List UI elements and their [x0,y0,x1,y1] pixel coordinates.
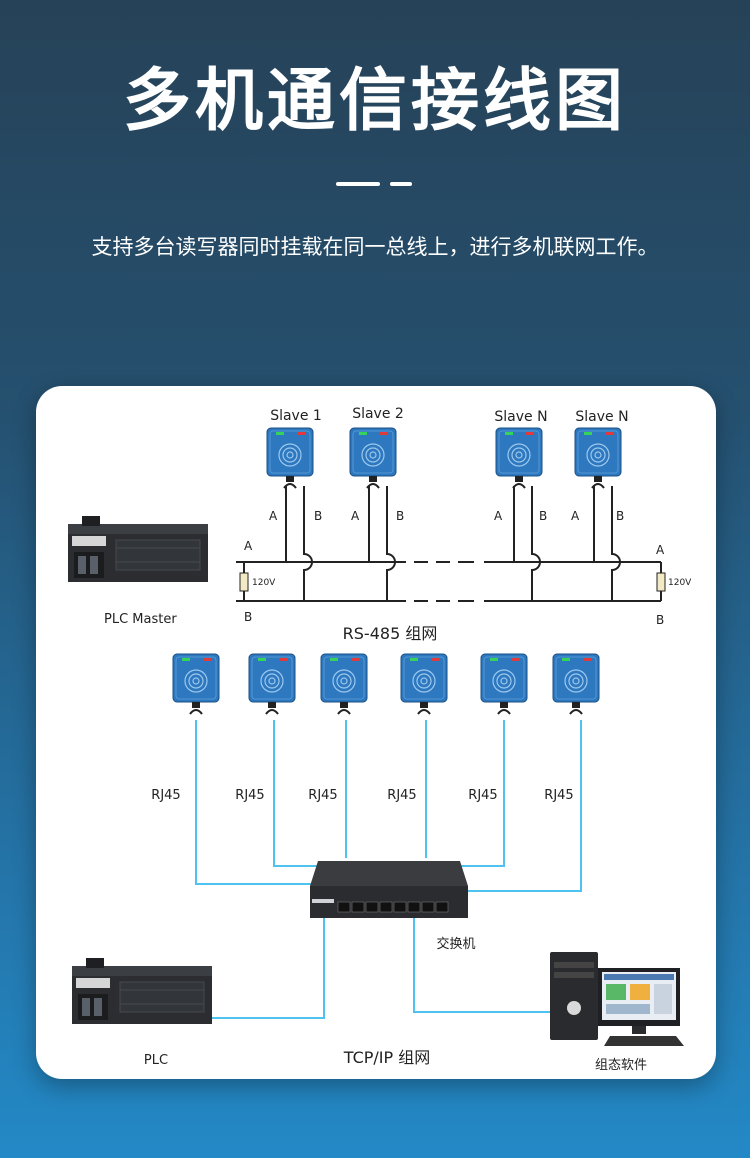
bus-a-label-right: A [656,543,665,557]
rs485-bus [236,486,662,602]
wire-b-label: B [539,509,547,523]
slave-reader-4 [574,427,622,489]
bus-a-label-left: A [244,539,253,553]
wire-b-label: B [314,509,322,523]
tcpip-reader-2 [248,653,296,715]
wire-a-label: A [351,509,360,523]
rj45-label-2: RJ45 [235,788,264,803]
plc-master-label: PLC Master [104,612,177,627]
ethernet-cables [195,720,582,1019]
page-title: 多机通信接线图 [122,62,627,141]
resistor-label-left: 120V [252,578,276,588]
slave-label-3: Slave N [494,409,547,425]
wire-b-label: B [616,509,624,523]
software-label: 组态软件 [595,1058,647,1073]
computer-icon [550,952,684,1046]
tcpip-reader-4 [400,653,448,715]
rj45-label-4: RJ45 [387,788,416,803]
slave-reader-1 [266,427,314,489]
wire-a-label: A [494,509,503,523]
rj45-label-1: RJ45 [151,788,180,803]
bus-b-label-right: B [656,613,664,627]
switch-label: 交换机 [436,936,475,952]
wire-a-label: A [571,509,580,523]
resistor-right [656,572,666,592]
plc-master-device [67,515,209,583]
tcpip-reader-6 [552,653,600,715]
page-subtitle: 支持多台读写器同时挂载在同一总线上，进行多机联网工作。 [91,235,659,259]
bus-b-label-left: B [244,610,252,624]
tcpip-reader-5 [480,653,528,715]
rs485-network-label: RS-485 组网 [343,624,438,643]
slave-label-1: Slave 1 [270,408,322,424]
title-divider [336,182,380,186]
rj45-label-5: RJ45 [468,788,497,803]
tcpip-readers [172,653,600,715]
slave-reader-2 [349,427,397,489]
wiring-diagram-card: Slave 1 Slave 2 Slave N Slave N 120V 120… [36,386,716,1079]
wire-a-label: A [269,509,278,523]
plc-device [71,957,213,1025]
slave-label-4: Slave N [575,409,628,425]
slave-label-2: Slave 2 [352,406,404,422]
title-divider-short [390,182,412,186]
tcpip-reader-3 [320,653,368,715]
wire-b-label: B [396,509,404,523]
tcpip-network-label: TCP/IP 组网 [343,1048,431,1067]
resistor-left [239,572,249,592]
rj45-label-6: RJ45 [544,788,573,803]
rj45-label-3: RJ45 [308,788,337,803]
wiring-diagram: Slave 1 Slave 2 Slave N Slave N 120V 120… [67,406,692,1073]
network-switch [310,861,468,918]
plc-label: PLC [144,1053,168,1068]
resistor-label-right: 120V [668,578,692,588]
slave-reader-3 [495,427,543,489]
tcpip-reader-1 [172,653,220,715]
